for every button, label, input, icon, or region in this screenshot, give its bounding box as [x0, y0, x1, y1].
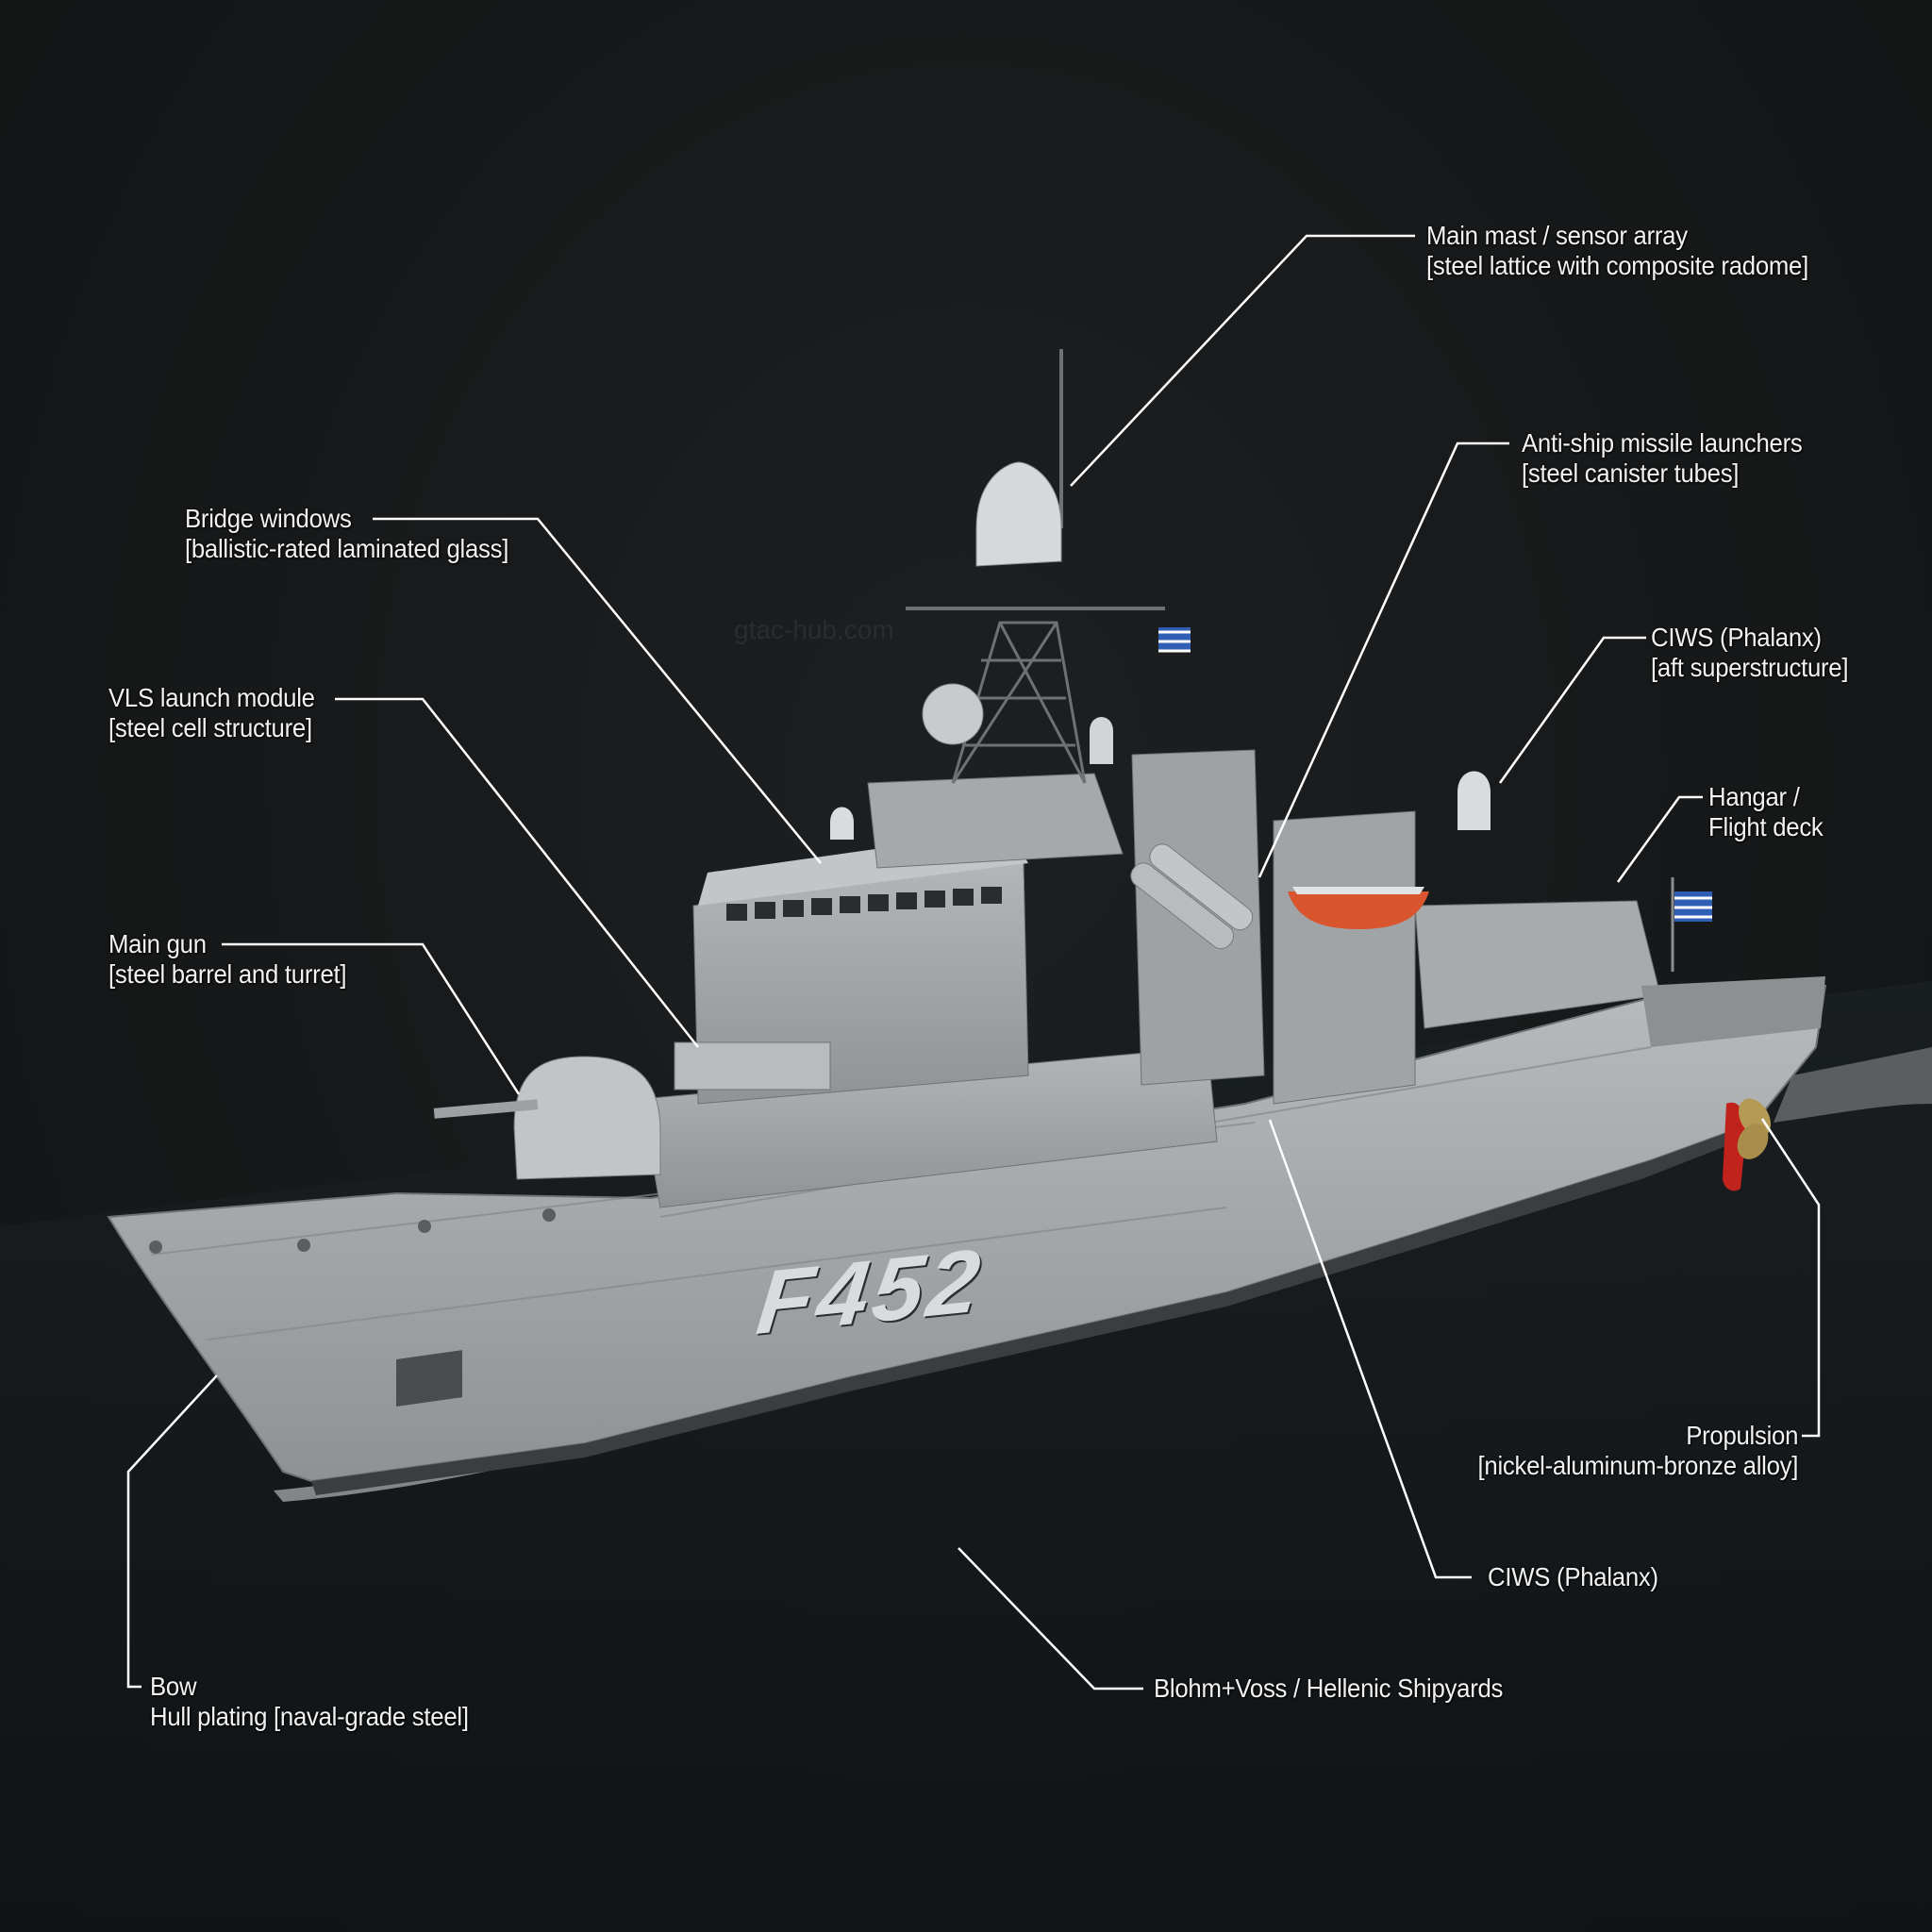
callout-title: Bow — [150, 1672, 197, 1701]
callout-title: VLS launch module — [108, 683, 315, 712]
callout-title: Hangar / — [1708, 782, 1800, 811]
lifeboat — [1288, 887, 1429, 929]
leader-propulsion — [1760, 1118, 1821, 1438]
leader-ciws-lower — [1268, 1119, 1472, 1579]
main-mast — [906, 349, 1165, 784]
superstructure — [641, 749, 1825, 1208]
greek-flag-mast — [1158, 627, 1191, 653]
callout-title: Bridge windows — [185, 504, 352, 533]
callout-title: Anti-ship missile launchers — [1522, 428, 1803, 458]
callout-title: CIWS (Phalanx) — [1488, 1562, 1658, 1591]
callout-title: Main mast / sensor array — [1426, 221, 1688, 250]
callout-detail: Hull plating [naval-grade steel] — [150, 1702, 469, 1731]
hull — [107, 984, 1827, 1495]
leader-vls — [335, 697, 699, 1048]
anti-ship-missile-tubes — [1130, 843, 1254, 950]
callout-bow: Bow Hull plating [naval-grade steel] — [150, 1672, 469, 1732]
watermark: gtac-hub.com — [734, 615, 894, 644]
callout-detail: [steel lattice with composite radome] — [1426, 251, 1809, 280]
callout-hangar: Hangar / Flight deck — [1708, 782, 1824, 842]
callout-bridge-windows: Bridge windows [ballistic-rated laminate… — [185, 504, 508, 564]
callout-detail: [steel canister tubes] — [1522, 458, 1740, 488]
leader-main-gun — [222, 942, 521, 1095]
callout-detail: [aft superstructure] — [1651, 653, 1849, 682]
leader-hangar — [1616, 795, 1703, 883]
callout-main-gun: Main gun [steel barrel and turret] — [108, 929, 347, 990]
callout-main-mast: Main mast / sensor array [steel lattice … — [1426, 221, 1808, 281]
leader-lines — [126, 234, 1821, 1690]
callout-detail: [steel barrel and turret] — [108, 959, 347, 989]
callout-shipyard: Blohm+Voss / Hellenic Shipyards — [1154, 1674, 1503, 1704]
greek-flag-stern — [1671, 877, 1712, 972]
leader-main-mast — [1070, 234, 1415, 487]
callout-title: Propulsion — [1686, 1421, 1798, 1450]
callout-anti-ship-missiles: Anti-ship missile launchers [steel canis… — [1522, 428, 1803, 489]
callout-vls: VLS launch module [steel cell structure] — [108, 683, 315, 743]
callout-title: CIWS (Phalanx) — [1651, 623, 1822, 652]
main-gun-turret — [433, 1056, 661, 1180]
callout-ciws-lower: CIWS (Phalanx) — [1488, 1562, 1658, 1592]
callout-detail: [nickel-aluminum-bronze alloy] — [1477, 1451, 1798, 1480]
leader-ciws-aft — [1498, 636, 1646, 784]
callout-detail: [ballistic-rated laminated glass] — [185, 534, 509, 563]
callout-title: Main gun — [108, 929, 207, 958]
callout-title: Blohm+Voss / Hellenic Shipyards — [1154, 1674, 1504, 1703]
callout-detail: Flight deck — [1708, 812, 1824, 841]
radome — [830, 461, 1491, 840]
callout-detail: [steel cell structure] — [108, 713, 312, 742]
leader-bridge — [373, 517, 822, 864]
leader-anti-ship — [1257, 441, 1509, 878]
leader-shipyard — [958, 1547, 1143, 1690]
callout-propulsion: Propulsion [nickel-aluminum-bronze alloy… — [1477, 1421, 1798, 1481]
propeller-and-rudder — [1723, 1098, 1772, 1191]
leader-bow — [126, 1374, 218, 1689]
callout-ciws-aft: CIWS (Phalanx) [aft superstructure] — [1651, 623, 1849, 683]
